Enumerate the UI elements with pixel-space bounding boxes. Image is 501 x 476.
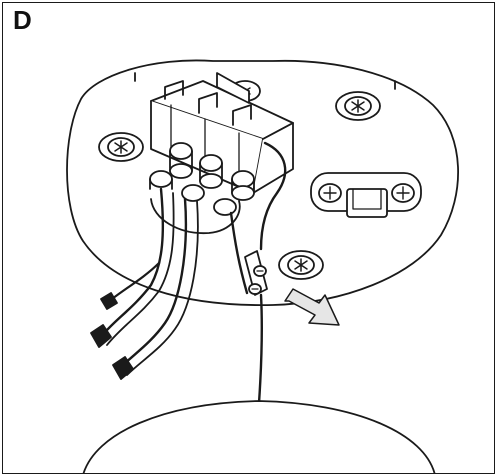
cable-strain-relief bbox=[244, 250, 268, 296]
cable-opening bbox=[150, 198, 241, 234]
terminal-block bbox=[149, 72, 294, 216]
cable-clamp-bracket bbox=[310, 172, 422, 218]
suspension-cable bbox=[257, 293, 264, 405]
illustration-frame: D bbox=[2, 2, 495, 474]
supply-wires bbox=[90, 141, 287, 380]
assembly-illustration bbox=[66, 59, 460, 473]
lamp-shade bbox=[82, 400, 436, 473]
arrow bbox=[284, 288, 340, 326]
step-label: D bbox=[13, 5, 32, 35]
